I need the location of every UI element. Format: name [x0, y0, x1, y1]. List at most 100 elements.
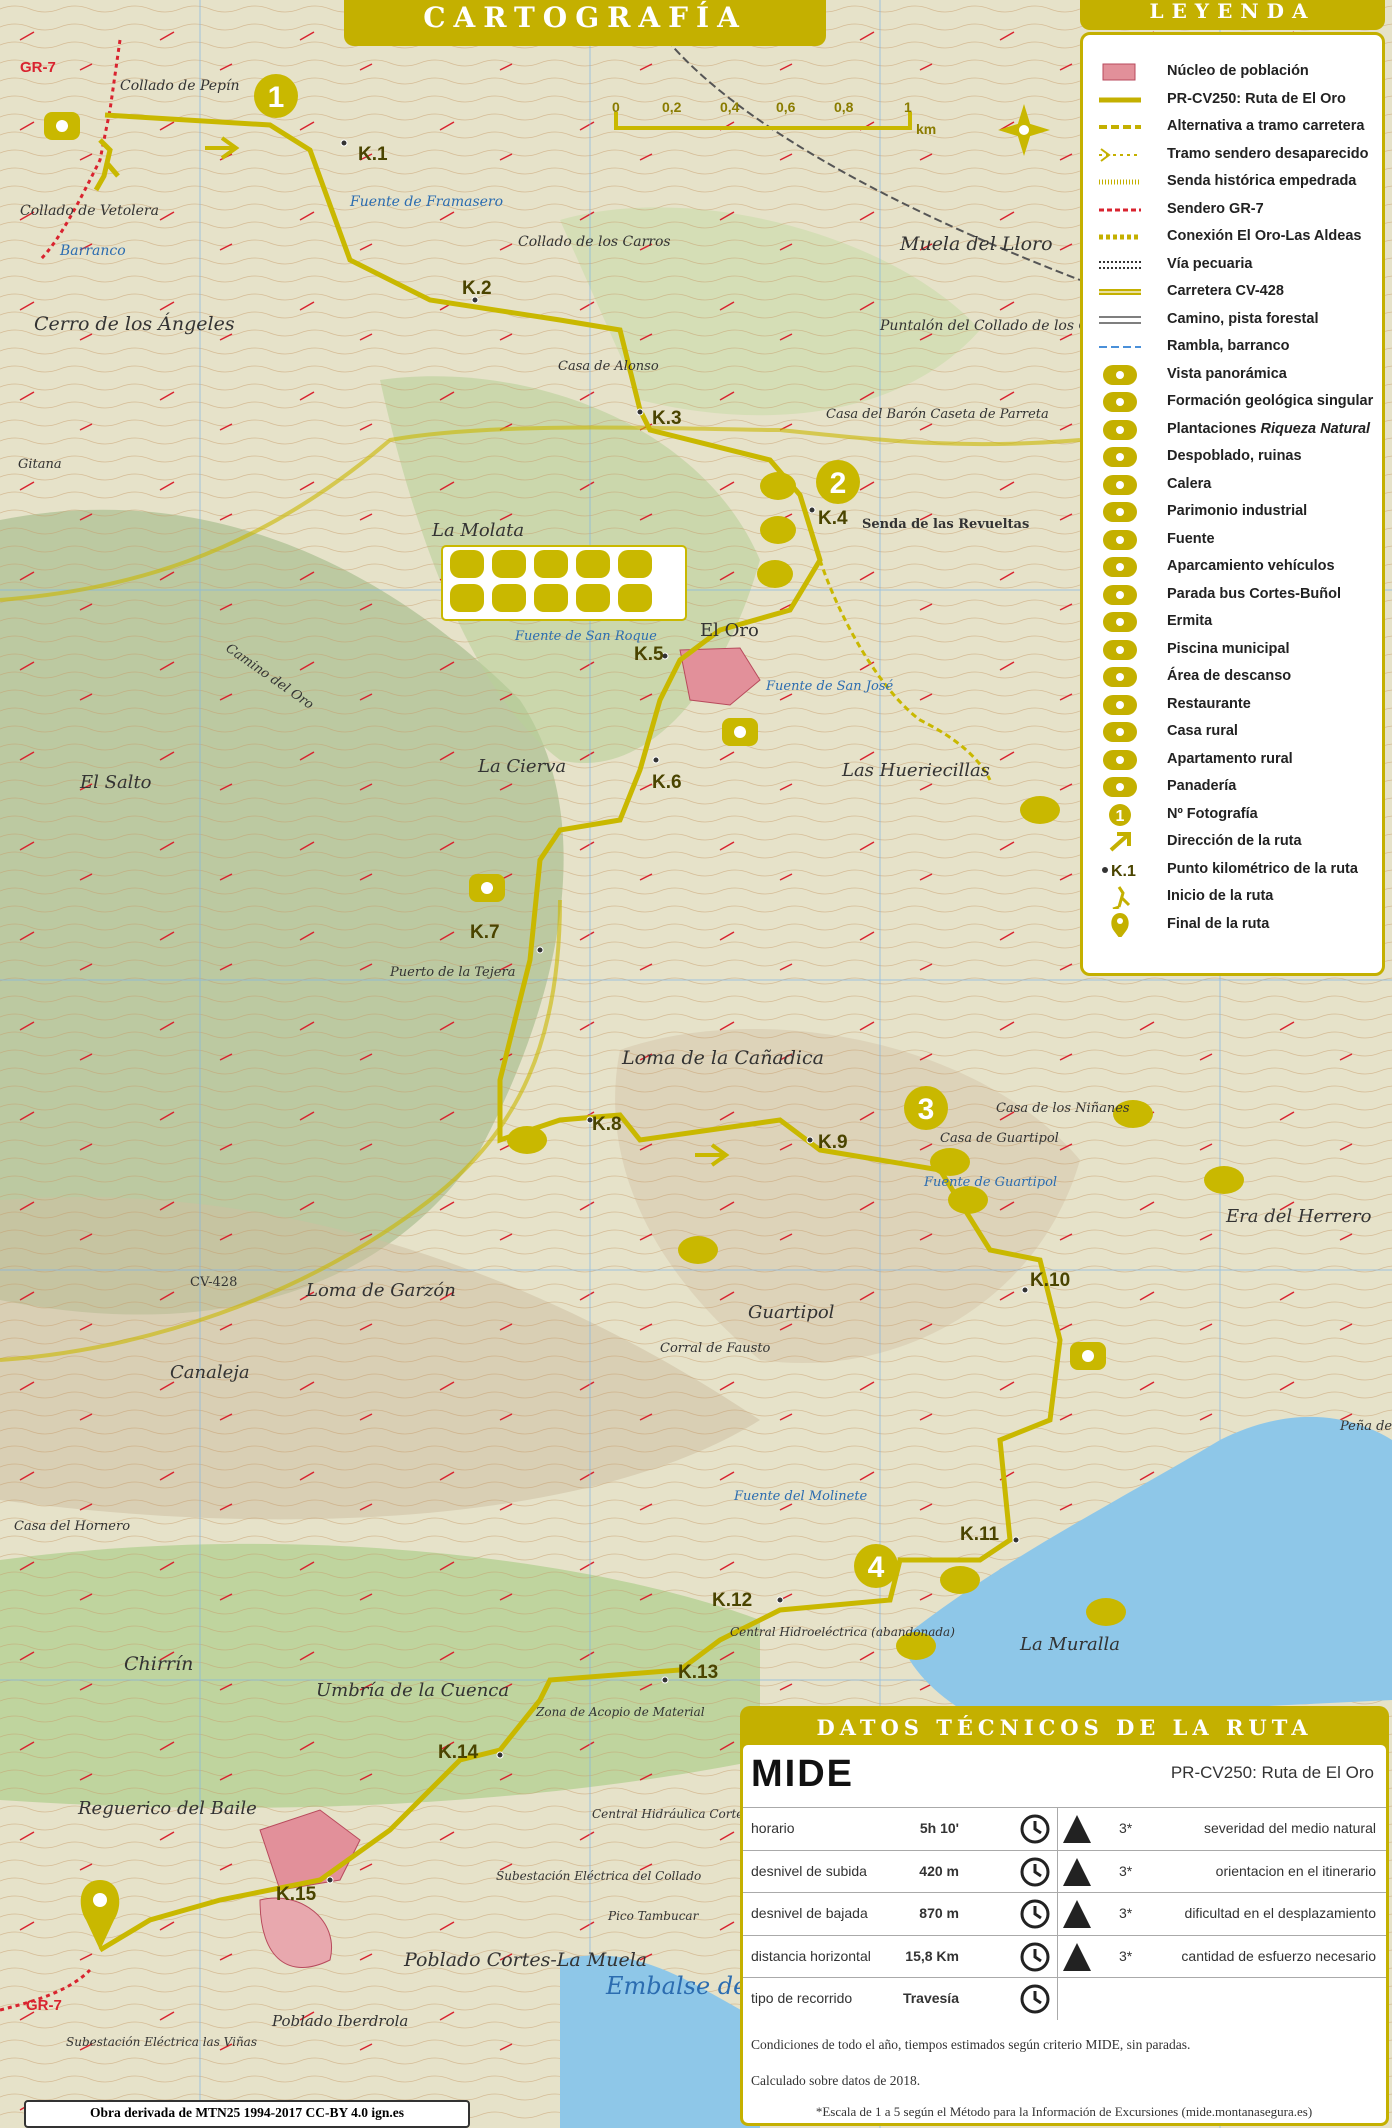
- svg-text:K.1: K.1: [1111, 863, 1136, 880]
- mountain-icon: [1103, 392, 1137, 412]
- scale-bar: 0 0,2 0,4 0,6 0,8 1 km: [612, 99, 936, 137]
- legend-label: Ermita: [1167, 613, 1213, 629]
- place-label: Collado de Pepín: [120, 78, 240, 94]
- tech-value: 870 m: [919, 1905, 959, 1921]
- place-label: Casa del Hornero: [14, 1519, 130, 1534]
- legend-label: Nº Fotografía: [1167, 805, 1258, 822]
- arrows-icon: [1020, 1942, 1050, 1971]
- legend-item: Camino, pista forestal: [1091, 307, 1383, 334]
- place-label: Casa del Barón Caseta de Parreta: [826, 407, 1049, 422]
- legend-item: Vista panorámica: [1091, 362, 1383, 389]
- legend-label: Alternativa a tramo carretera: [1167, 118, 1365, 134]
- photo-number-2: 2: [830, 467, 847, 500]
- pin-icon: [1111, 912, 1129, 937]
- legend-item: Restaurante: [1091, 692, 1383, 719]
- place-label: Puerto de la Tejera: [389, 965, 515, 980]
- gr7-tag: GR-7: [20, 59, 56, 76]
- house-icon: [1103, 722, 1137, 742]
- gr7-tag: GR-7: [26, 1997, 62, 2014]
- place-label: Loma de la Cañadica: [621, 1047, 824, 1069]
- place-label: Corral de Fausto: [660, 1341, 771, 1356]
- place-label: Pico Tambucar: [607, 1909, 700, 1923]
- bread-icon: [1103, 777, 1137, 797]
- tech-label: tipo de recorrido: [751, 1990, 853, 2006]
- photo-number-4: 4: [868, 1551, 885, 1584]
- legend-label: Inicio de la ruta: [1167, 888, 1274, 904]
- divider: [1057, 1935, 1058, 1978]
- place-label: Gitana: [18, 457, 62, 472]
- place-label: Cerro de los Ángeles: [34, 312, 235, 335]
- legend-label: Aparcamiento vehículos: [1167, 558, 1335, 574]
- divider: [1057, 1978, 1058, 2020]
- place-label: Collado de Vetolera: [20, 203, 159, 219]
- mide-footnote: *Escala de 1 a 5 según el Método para la…: [815, 2104, 1313, 2119]
- blue-dashed-line-icon: [1099, 346, 1141, 348]
- hiker-icon: [93, 138, 120, 192]
- km-point-label: K.11: [960, 1524, 1000, 1545]
- legend-item: Área de descanso: [1091, 664, 1383, 691]
- km-point-label: K.12: [712, 1590, 752, 1611]
- scale-tick: 0,4: [720, 99, 740, 115]
- legend-item: Rambla, barranco: [1091, 334, 1383, 361]
- place-label: Senda de las Revueltas: [862, 517, 1029, 532]
- km-point-label: K.2: [462, 278, 492, 299]
- fountain-icon: [1103, 529, 1137, 550]
- town-block-icon: [1102, 63, 1136, 81]
- divider: [1057, 1850, 1058, 1893]
- place-label: Las Hueriecillas: [841, 760, 990, 781]
- tech-label: horario: [751, 1820, 795, 1836]
- place-label: Collado de los Carros: [518, 234, 671, 250]
- scale-tick: 1: [904, 99, 912, 115]
- tech-description: severidad del medio natural: [1204, 1820, 1376, 1836]
- place-label: Poblado Cortes-La Muela: [403, 1949, 647, 1971]
- photo-number-1: 1: [268, 81, 285, 114]
- place-label: Muela del Lloro: [899, 233, 1053, 255]
- legend-label: Núcleo de población: [1167, 63, 1309, 79]
- chapel-icon: [1103, 612, 1137, 632]
- legend-label: Despoblado, ruinas: [1167, 448, 1302, 464]
- scale-unit: km: [916, 121, 936, 137]
- faded-trail-icon: [1099, 147, 1141, 162]
- place-label: Subestación Eléctrica las Viñas: [66, 2035, 257, 2049]
- place-label: Barranco: [59, 243, 126, 259]
- place-label: Guartipol: [748, 1302, 835, 1323]
- place-label: CV-428: [190, 1275, 237, 1290]
- legend-item: Calera: [1091, 472, 1383, 499]
- swimmer-icon: [1103, 639, 1137, 660]
- legend-label: Rambla, barranco: [1167, 338, 1290, 354]
- km-point-label: K.1: [358, 144, 388, 165]
- place-label: Fuente de Guartipol: [923, 1175, 1057, 1190]
- divider: [1057, 1893, 1058, 1935]
- legend-item: PR-CV250: Ruta de El Oro: [1091, 87, 1383, 114]
- legend-label: Dirección de la ruta: [1167, 833, 1302, 849]
- divider: [1057, 1808, 1058, 1850]
- km-point-label: K.3: [652, 408, 682, 429]
- legend-item: Final de la ruta: [1091, 912, 1383, 939]
- place-label: Subestación Eléctrica del Collado: [496, 1869, 701, 1883]
- legend-label: Vista panorámica: [1167, 365, 1287, 382]
- legend-item: Sendero GR-7: [1091, 197, 1383, 224]
- camera-icon: [56, 120, 1094, 1362]
- km-point-label: K.5: [634, 644, 664, 665]
- picnic-icon: [1103, 667, 1137, 687]
- legend-item: Apartamento rural: [1091, 747, 1383, 774]
- tech-label: desnivel de subida: [751, 1862, 867, 1879]
- place-label: Canaleja: [170, 1362, 250, 1383]
- place-label: El Oro: [700, 620, 759, 641]
- tech-description: dificultad en el desplazamiento: [1184, 1905, 1376, 1921]
- bus-icon: [1103, 584, 1137, 605]
- scale-tick: 0,6: [776, 99, 796, 115]
- place-label: Umbría de la Cuenca: [316, 1680, 509, 1701]
- legend-item: Ermita: [1091, 609, 1383, 636]
- map-title-banner: CARTOGRAFÍA: [344, 0, 826, 46]
- legend-label: Parimonio industrial: [1167, 503, 1308, 519]
- legend-label: Parada bus Cortes-Buñol: [1167, 585, 1342, 602]
- legend-item: Alternativa a tramo carretera: [1091, 114, 1383, 141]
- legend-label: Calera: [1167, 475, 1212, 492]
- camera-icon: [1103, 364, 1137, 385]
- cutlery-icon: [1103, 694, 1137, 715]
- legend-item: Inicio de la ruta: [1091, 884, 1383, 911]
